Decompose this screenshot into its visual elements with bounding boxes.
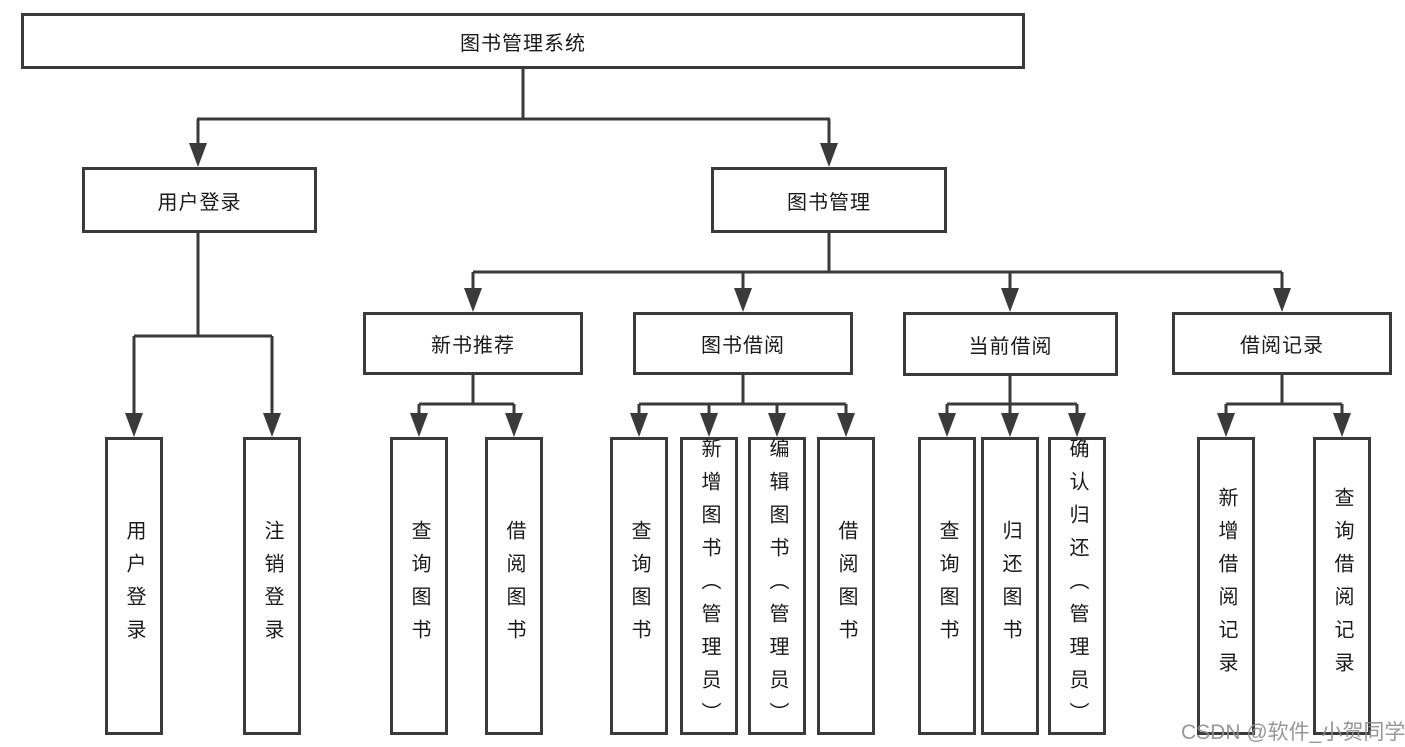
arrowhead-icon-new-books-split	[410, 413, 523, 437]
leaf-user-login-label: 用户登录	[123, 520, 145, 652]
leaf-borrow-add: 新增图书（管理员）	[680, 437, 738, 735]
node-current-borrow-label: 当前借阅	[968, 335, 1053, 358]
connector-user-login-split	[132, 233, 274, 416]
leaf-newbooks-borrow-label: 借阅图书	[503, 520, 525, 652]
node-borrow-records: 借阅记录	[1172, 312, 1392, 375]
arrowhead-icon-book-borrow-split	[630, 413, 855, 437]
leaf-borrow-book-label: 借阅图书	[835, 520, 857, 652]
leaf-records-query-label: 查询借阅记录	[1331, 487, 1353, 685]
leaf-borrow-query-label: 查询图书	[628, 520, 650, 652]
leaf-newbooks-query: 查询图书	[390, 437, 448, 735]
leaf-current-return: 归还图书	[981, 437, 1039, 735]
leaf-current-query: 查询图书	[918, 437, 976, 735]
arrowhead-icon-borrow-records-split	[1217, 413, 1351, 437]
leaf-current-return-label: 归还图书	[999, 520, 1021, 652]
leaf-current-confirm: 确认归还（管理员）	[1048, 437, 1106, 735]
node-new-books: 新书推荐	[363, 312, 583, 375]
leaf-current-confirm-label: 确认归还（管理员）	[1066, 437, 1088, 735]
leaf-borrow-add-label: 新增图书（管理员）	[698, 437, 720, 735]
node-book-mgmt-label: 图书管理	[787, 191, 871, 214]
leaf-logout-label: 注销登录	[261, 520, 283, 652]
leaf-records-add: 新增借阅记录	[1197, 437, 1255, 735]
node-book-borrow-label: 图书借阅	[701, 335, 785, 357]
leaf-user-login: 用户登录	[105, 437, 163, 735]
connector-new-books-split	[417, 375, 516, 416]
leaf-borrow-edit-label: 编辑图书（管理员）	[766, 437, 788, 735]
connector-root-split	[196, 69, 831, 146]
arrowhead-icon-current-borrow-split	[938, 413, 1086, 437]
node-borrow-records-label: 借阅记录	[1240, 335, 1324, 357]
csdn-watermark: CSDN @软件_小贺同学	[1181, 721, 1405, 744]
arrowhead-icon-root-split	[189, 143, 838, 167]
leaf-borrow-edit: 编辑图书（管理员）	[748, 437, 806, 735]
leaf-borrow-book: 借阅图书	[817, 437, 875, 735]
node-new-books-label: 新书推荐	[431, 335, 515, 357]
leaf-newbooks-borrow: 借阅图书	[485, 437, 543, 735]
leaf-borrow-query: 查询图书	[610, 437, 668, 735]
node-user-login-label: 用户登录	[157, 191, 242, 214]
connector-borrow-records-split	[1224, 375, 1344, 416]
connector-book-mgmt-split	[471, 233, 1284, 292]
leaf-current-query-label: 查询图书	[936, 520, 958, 652]
arrowhead-icon-book-mgmt-split	[464, 288, 1291, 312]
leaf-records-query: 查询借阅记录	[1313, 437, 1371, 735]
node-current-borrow: 当前借阅	[903, 312, 1118, 376]
node-root-label: 图书管理系统	[460, 32, 586, 55]
node-user-login: 用户登录	[82, 167, 317, 233]
node-root: 图书管理系统	[21, 13, 1025, 69]
node-book-mgmt: 图书管理	[711, 167, 947, 233]
arrowhead-icon-user-login-split	[125, 413, 281, 437]
leaf-newbooks-query-label: 查询图书	[408, 520, 430, 652]
leaf-records-add-label: 新增借阅记录	[1215, 487, 1237, 685]
leaf-logout: 注销登录	[243, 437, 301, 735]
node-book-borrow: 图书借阅	[633, 312, 853, 375]
connector-current-borrow-split	[945, 376, 1079, 416]
connector-book-borrow-split	[637, 375, 848, 416]
